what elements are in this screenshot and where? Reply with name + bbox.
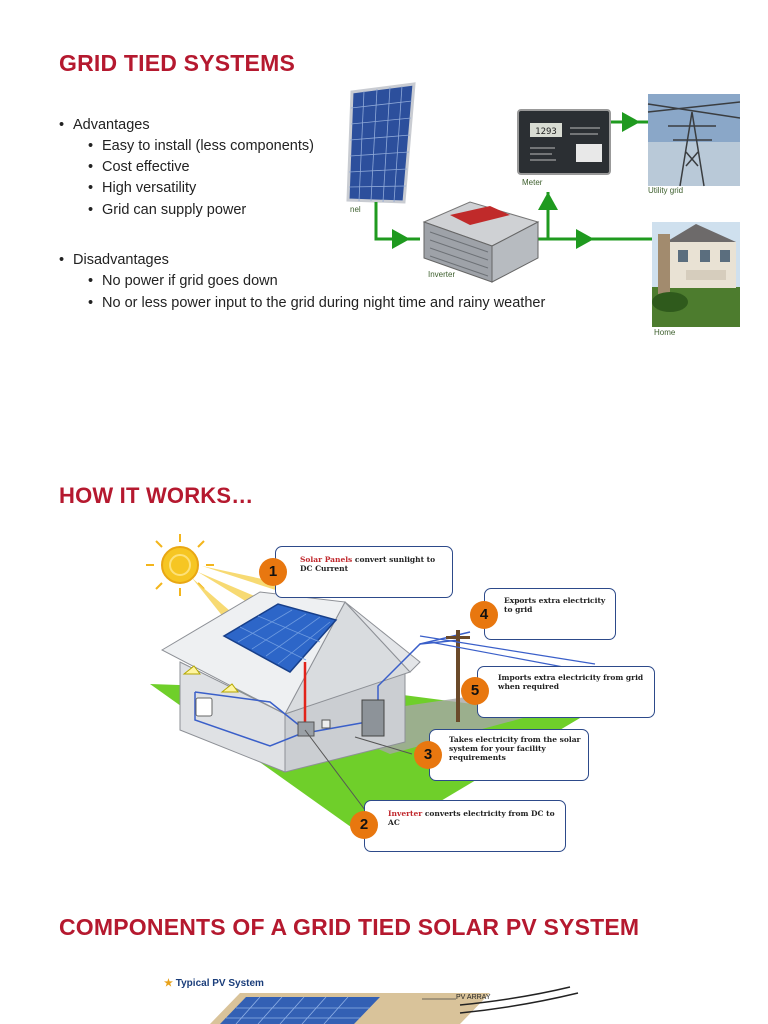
- solar-panel-image: [346, 82, 416, 204]
- callout-text-3: Takes electricity from the solar system …: [449, 735, 581, 762]
- step-badge-3: 3: [414, 741, 442, 769]
- callout-step-1: Solar Panels convert sunlight to DC Curr…: [275, 546, 453, 598]
- flow-arrows: [392, 112, 640, 249]
- pv-array-label: PV ARRAY: [456, 994, 491, 1001]
- section-title-how-it-works: HOW IT WORKS…: [59, 483, 254, 508]
- callout-step-5: Imports extra electricity from grid when…: [477, 666, 655, 718]
- inverter-image: [422, 201, 540, 283]
- meter-label: Meter: [522, 178, 543, 187]
- grid-tied-diagram: 1293: [340, 82, 741, 344]
- disadvantage-item: No power if grid goes down: [88, 273, 278, 289]
- star-icon: ★: [164, 978, 173, 989]
- callout-step-2: Inverter converts electricity from DC to…: [364, 800, 566, 852]
- home-label: Home: [654, 328, 676, 337]
- pv-array: [220, 996, 380, 1024]
- advantage-item: High versatility: [88, 180, 196, 196]
- section-title-components: COMPONENTS OF A GRID TIED SOLAR PV SYSTE…: [59, 914, 640, 940]
- disadvantages-label: Disadvantages: [59, 252, 169, 268]
- callout-text-2: Inverter converts electricity from DC to…: [388, 809, 555, 827]
- callout-text-5: Imports extra electricity from grid when…: [498, 673, 644, 691]
- callout-step-4: Exports extra electricity to grid: [484, 588, 616, 640]
- utility-grid-image: [647, 94, 741, 187]
- callout-text-4: Exports extra electricity to grid: [504, 596, 606, 614]
- meter-display: 1293: [535, 127, 557, 137]
- callout-step-3: Takes electricity from the solar system …: [429, 729, 589, 781]
- advantage-item: Cost effective: [88, 159, 190, 175]
- advantages-label: Advantages: [59, 117, 150, 133]
- step-badge-5: 5: [461, 677, 489, 705]
- typical-pv-system-graphic: [210, 986, 579, 1024]
- typical-pv-system-figure: ★ Typical PV System PV ARRAY: [160, 975, 590, 1024]
- disadvantage-item: No or less power input to the grid durin…: [88, 295, 545, 311]
- utility-grid-label: Utility grid: [648, 186, 684, 195]
- section-title-grid-tied-systems: GRID TIED SYSTEMS: [59, 50, 295, 76]
- callout-text-1: Solar Panels convert sunlight to DC Curr…: [300, 555, 436, 573]
- advantage-item: Easy to install (less components): [88, 138, 314, 154]
- roof-solar-panel: [222, 603, 338, 673]
- inverter-label: Inverter: [428, 270, 456, 279]
- meter-box: [361, 699, 385, 737]
- step-badge-4: 4: [470, 601, 498, 629]
- home-image: [652, 222, 740, 327]
- meter-image: 1293: [517, 109, 611, 175]
- figure-title: ★ Typical PV System: [164, 978, 264, 989]
- grid-tied-diagram-graphic: 1293: [346, 82, 741, 327]
- advantage-item: Grid can supply power: [88, 202, 246, 218]
- inverter-box: [297, 721, 315, 737]
- sun-icon: [146, 534, 214, 596]
- panel-label: nel: [350, 205, 361, 214]
- step-badge-1: 1: [259, 558, 287, 586]
- step-badge-2: 2: [350, 811, 378, 839]
